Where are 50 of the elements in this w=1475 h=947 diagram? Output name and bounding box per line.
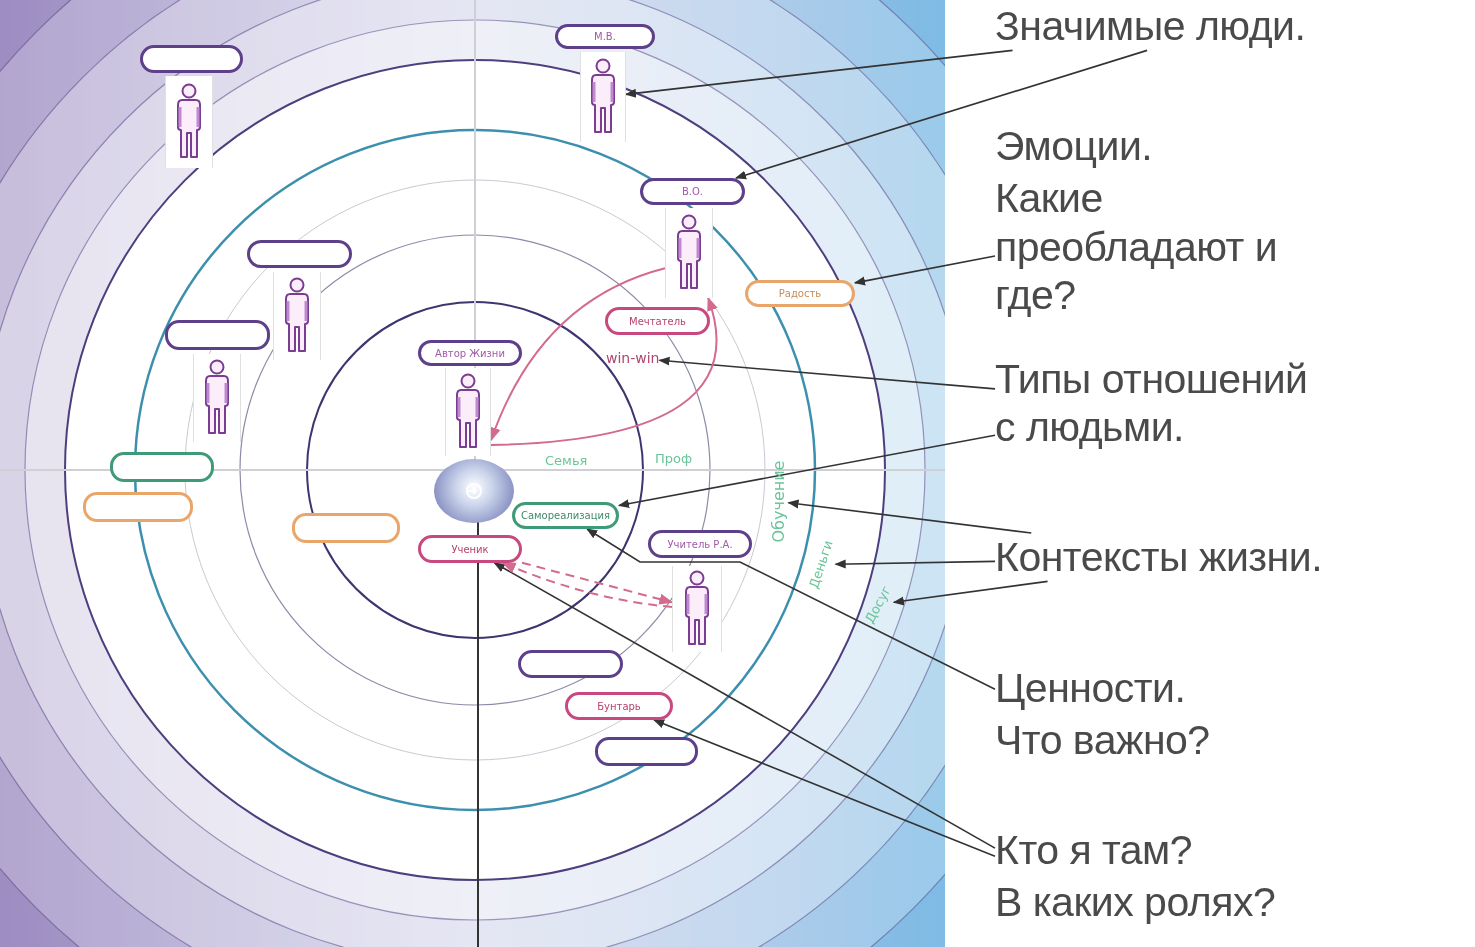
arrow (490, 296, 718, 446)
callout-text: Кто я там? (995, 826, 1194, 875)
handwritten-label: win-win (606, 350, 660, 366)
callout-text: В каких ролях? (995, 878, 1277, 927)
arrow (521, 561, 674, 605)
arrow (586, 528, 996, 690)
name-tag: Мечтатель (605, 307, 710, 335)
arrow (853, 255, 996, 286)
name-tag: Ученик (418, 535, 522, 563)
empty-tag (110, 452, 214, 482)
person-figure (665, 208, 713, 298)
callout-text: Значимые люди. (995, 2, 1307, 51)
arrow (787, 499, 1033, 534)
arrow (734, 49, 1148, 180)
arrow (892, 580, 1049, 606)
name-tag: М.В. (555, 24, 655, 49)
arrow (493, 562, 996, 849)
arrow (653, 719, 996, 858)
arrow (658, 356, 996, 390)
callout-text: Какие преобладают и где? (995, 174, 1279, 320)
handwritten-label: Проф (655, 451, 693, 466)
person-figure (580, 52, 626, 142)
empty-tag (518, 650, 623, 678)
person-figure (165, 76, 213, 168)
name-tag: Учитель Р.А. (648, 530, 752, 558)
callout-text: Эмоции. (995, 122, 1154, 171)
person-figure (445, 368, 491, 456)
name-tag: Самореализация (512, 502, 619, 529)
callout-text: Контексты жизни. (995, 533, 1324, 582)
callout-text: Ценности. (995, 664, 1187, 713)
arrow (624, 49, 1014, 98)
handwritten-label: Семья (545, 453, 588, 468)
arrow (617, 434, 996, 509)
callout-text: Что важно? (995, 716, 1211, 765)
arrow (834, 559, 996, 569)
empty-tag (595, 737, 698, 766)
arrow (501, 562, 673, 608)
empty-tag (247, 240, 352, 268)
empty-tag (140, 45, 243, 73)
name-tag: Автор Жизни (418, 340, 522, 366)
empty-tag (83, 492, 193, 522)
callout-text: Типы отношений с людьми. (995, 355, 1309, 452)
name-tag: Радость (745, 280, 855, 307)
empty-tag (292, 513, 400, 543)
empty-tag (165, 320, 270, 350)
name-tag: Бунтарь (565, 692, 673, 720)
arrow (490, 267, 666, 442)
handwritten-label: Обучение (769, 460, 789, 543)
person-figure (672, 566, 722, 652)
name-tag: В.О. (640, 178, 745, 205)
